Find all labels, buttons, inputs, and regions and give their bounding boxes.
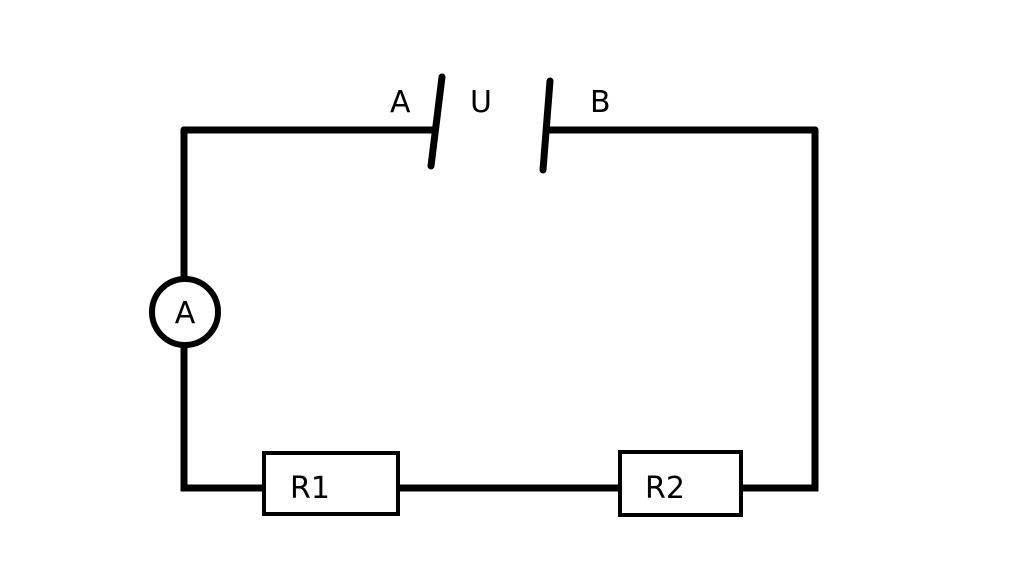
- resistor-r2-label: R2: [645, 471, 685, 506]
- terminal-b-plate: [539, 77, 554, 174]
- wire-right: [737, 126, 819, 492]
- resistor-r1-label: R1: [290, 471, 330, 506]
- resistor-r2: R2: [618, 450, 743, 517]
- resistor-r1-body: [262, 451, 400, 516]
- ammeter-label: A: [175, 296, 196, 331]
- wire-left-lower: [180, 343, 268, 492]
- terminal-a-label: A: [390, 85, 411, 120]
- resistor-r2-body: [618, 450, 743, 517]
- resistor-r1: R1: [262, 451, 400, 516]
- source-label: U: [470, 85, 492, 120]
- ammeter: A: [149, 276, 221, 348]
- terminal-b-label: B: [590, 85, 611, 120]
- terminal-a-plate: [427, 73, 446, 170]
- ammeter-circle: [149, 276, 221, 348]
